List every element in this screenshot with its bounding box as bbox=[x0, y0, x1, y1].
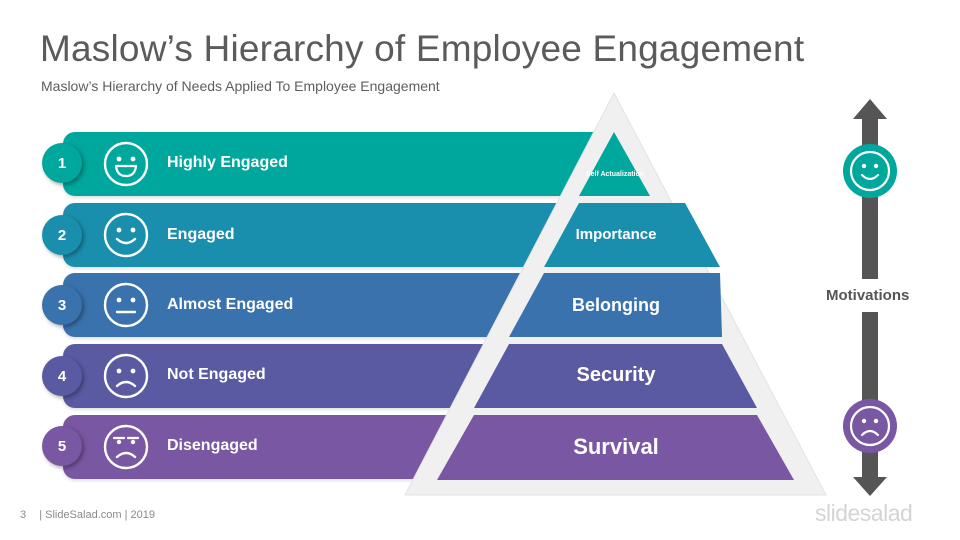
level-number-3: 3 bbox=[42, 285, 82, 325]
arrow-up-head bbox=[853, 99, 887, 119]
motivations-arrow bbox=[843, 99, 897, 496]
page-title: Maslow’s Hierarchy of Employee Engagemen… bbox=[40, 28, 805, 69]
brand-logo: slidesalad bbox=[815, 500, 913, 526]
pyramid-tier-3 bbox=[509, 273, 722, 337]
sad-indicator-icon bbox=[849, 405, 891, 447]
happy-indicator-icon bbox=[849, 150, 891, 192]
pyramid-label-3: Belonging bbox=[572, 295, 660, 315]
level-label-4: Not Engaged bbox=[167, 366, 266, 383]
level-band-3 bbox=[63, 273, 533, 337]
neutral-face-icon bbox=[103, 282, 149, 328]
level-number-4: 4 bbox=[42, 356, 82, 396]
very-happy-face-icon bbox=[103, 141, 149, 187]
page-subtitle: Maslow’s Hierarchy of Needs Applied To E… bbox=[41, 78, 440, 94]
frown-face-icon bbox=[103, 353, 149, 399]
level-label-3: Almost Engaged bbox=[167, 296, 294, 313]
level-number-2: 2 bbox=[42, 215, 82, 255]
pyramid-tier-1 bbox=[579, 132, 650, 196]
level-label-1: Highly Engaged bbox=[167, 154, 288, 171]
angry-face-icon bbox=[103, 424, 149, 470]
footer-text: | SlideSalad.com | 2019 bbox=[39, 509, 155, 521]
level-number-1: 1 bbox=[42, 143, 82, 183]
pyramid-label-4: Security bbox=[576, 364, 656, 386]
pyramid-tier-5 bbox=[437, 415, 794, 480]
level-label-5: Disengaged bbox=[167, 437, 258, 454]
pyramid-label-1: Self Actualization bbox=[585, 171, 645, 178]
level-band-1 bbox=[63, 132, 603, 196]
smile-face-icon bbox=[103, 212, 149, 258]
arrow-down-head bbox=[853, 477, 887, 496]
pyramid-label-2: Importance bbox=[575, 226, 657, 243]
page-number: 3 bbox=[20, 509, 27, 521]
footer: 3 | SlideSalad.com | 2019 bbox=[20, 509, 155, 521]
level-band-4 bbox=[63, 344, 493, 408]
motivations-label: Motivations bbox=[826, 287, 910, 304]
level-label-2: Engaged bbox=[167, 226, 235, 243]
pyramid-label-5: Survival bbox=[573, 434, 659, 459]
pyramid-tier-4 bbox=[474, 344, 757, 408]
pyramid-tier-2 bbox=[544, 203, 720, 267]
arrow-upper-shaft bbox=[862, 119, 878, 279]
level-number-5: 5 bbox=[42, 426, 82, 466]
